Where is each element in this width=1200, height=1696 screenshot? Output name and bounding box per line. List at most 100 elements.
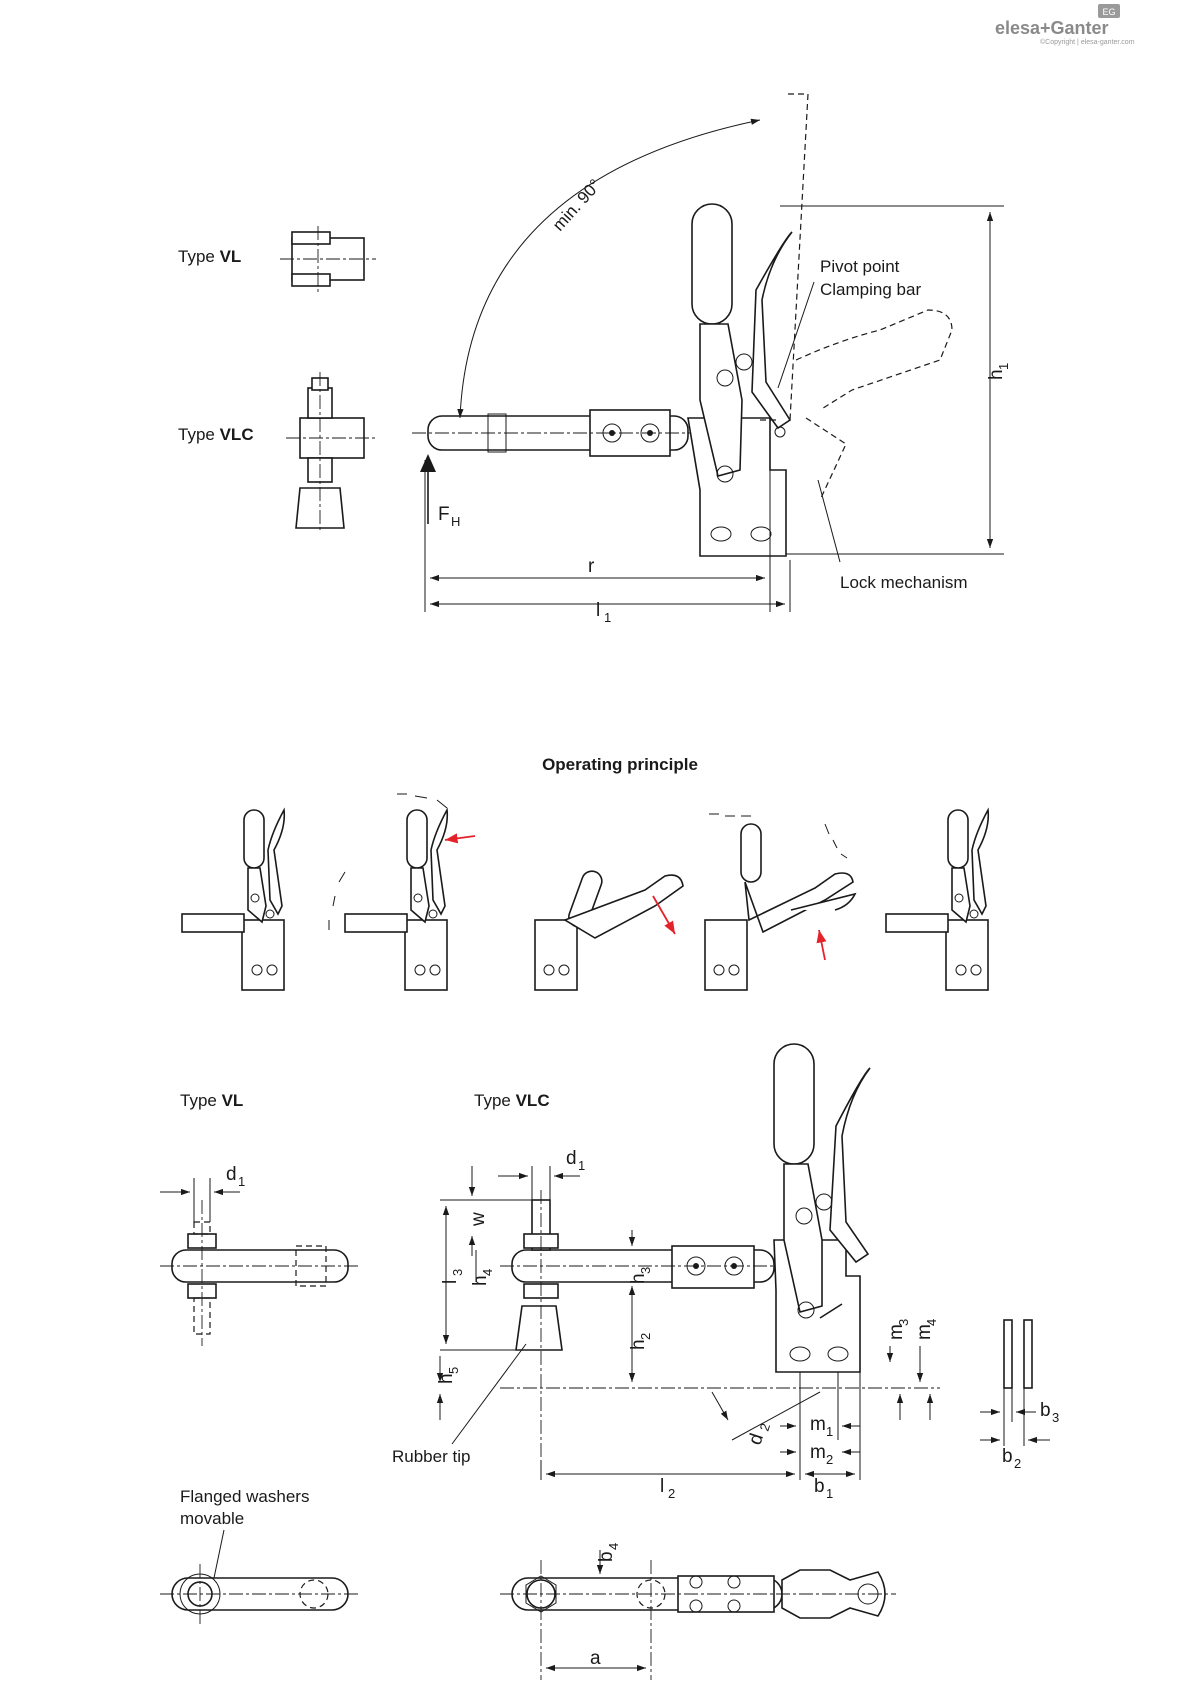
type-vlc-arm-end-top <box>286 372 376 532</box>
open-position-handle <box>795 309 953 411</box>
type-vl-plan-view <box>160 1564 360 1626</box>
dimension-r: r <box>424 460 791 612</box>
svg-text:H: H <box>451 514 460 529</box>
svg-text:2: 2 <box>668 1486 675 1501</box>
type-vl-label-top: Type VL <box>178 247 241 266</box>
dimension-d1-vlc: d 1 <box>498 1148 585 1200</box>
svg-text:h: h <box>436 1373 457 1384</box>
flanged-washers-label-2: movable <box>180 1509 244 1528</box>
clamp-handle-bottom <box>773 1043 815 1165</box>
type-vlc-main-clamp <box>500 1043 940 1460</box>
open-position-arm <box>788 93 809 421</box>
svg-text:m: m <box>810 1442 826 1463</box>
dimension-l1: l 1 <box>430 600 785 625</box>
dimension-h4: h 4 <box>470 1250 495 1286</box>
logo-badge-text: EG <box>1102 7 1115 17</box>
dimension-h5: h 5 <box>436 1356 461 1420</box>
svg-text:4: 4 <box>924 1319 939 1326</box>
svg-text:w: w <box>468 1212 489 1227</box>
svg-text:1: 1 <box>826 1424 833 1439</box>
lock-mechanism-label: Lock mechanism <box>840 573 968 592</box>
svg-text:h: h <box>986 369 1007 380</box>
clamping-bar-label: Clamping bar <box>820 280 921 299</box>
dimension-l2: l 2 <box>540 1460 795 1501</box>
pivot-point-label: Pivot point <box>820 257 900 276</box>
svg-text:h: h <box>628 1339 649 1350</box>
svg-text:d: d <box>566 1148 577 1169</box>
op-step-4 <box>704 813 857 991</box>
type-vl-label-bottom: Type VL <box>180 1091 243 1110</box>
logo-badge <box>1098 4 1120 18</box>
svg-text:3: 3 <box>638 1267 653 1274</box>
op-step-2 <box>328 793 476 991</box>
logo-brand-right: +Ganter <box>1040 18 1109 38</box>
top-view: Type VL Type VLC <box>178 93 1011 625</box>
svg-text:d: d <box>745 1431 768 1448</box>
force-arrow: F H <box>420 454 460 529</box>
svg-text:l: l <box>440 1280 461 1284</box>
rubber-tip-label: Rubber tip <box>392 1447 470 1466</box>
svg-text:2: 2 <box>638 1333 653 1340</box>
svg-text:2: 2 <box>1014 1456 1021 1471</box>
type-vl-arm-end-top <box>280 226 376 294</box>
main-clamp-side-view: min. 90° <box>412 93 953 557</box>
dimension-a: a <box>546 1648 646 1672</box>
angle-arc <box>457 118 761 419</box>
svg-text:2: 2 <box>757 1421 774 1433</box>
svg-text:b: b <box>814 1476 825 1497</box>
svg-text:r: r <box>588 556 595 577</box>
svg-text:m: m <box>914 1324 935 1340</box>
svg-text:m: m <box>810 1414 826 1435</box>
brand-logo: elesa +Ganter EG ©Copyright | elesa-gant… <box>995 4 1135 46</box>
logo-brand-left: elesa <box>995 18 1041 38</box>
svg-text:1: 1 <box>996 363 1011 370</box>
svg-text:F: F <box>438 504 450 525</box>
dimension-h1: h 1 <box>780 205 1011 555</box>
svg-text:1: 1 <box>604 610 611 625</box>
op-step-1 <box>181 809 286 991</box>
svg-text:h: h <box>470 1275 491 1286</box>
svg-text:b: b <box>596 1551 617 1562</box>
svg-text:1: 1 <box>238 1174 245 1189</box>
angle-label: min. 90° <box>549 175 605 234</box>
side-plates-b2-b3: b 3 b 2 <box>980 1319 1059 1471</box>
dimension-l3: l 3 <box>440 1199 516 1351</box>
svg-text:b: b <box>1002 1446 1013 1467</box>
operating-principle-title: Operating principle <box>542 755 698 774</box>
dimension-h2: h 2 <box>628 1286 653 1382</box>
svg-text:d: d <box>226 1164 237 1185</box>
svg-text:3: 3 <box>450 1269 465 1276</box>
dimension-b4: b 4 <box>596 1543 621 1574</box>
operating-principle: Operating principle <box>181 755 990 991</box>
svg-text:1: 1 <box>826 1486 833 1501</box>
dimension-m3-m4: m 3 m 4 <box>886 1319 939 1420</box>
svg-text:a: a <box>590 1648 601 1669</box>
svg-text:h: h <box>628 1273 649 1284</box>
svg-text:b: b <box>1040 1400 1051 1421</box>
flanged-washers-label: Flanged washers <box>180 1487 309 1506</box>
svg-text:3: 3 <box>1052 1410 1059 1425</box>
dimension-w: w <box>468 1166 532 1256</box>
svg-text:4: 4 <box>480 1269 495 1276</box>
logo-copyright: ©Copyright | elesa-ganter.com <box>1040 38 1135 46</box>
type-vlc-plan-view <box>500 1560 896 1680</box>
lock-lever-bottom <box>829 1067 871 1264</box>
svg-text:4: 4 <box>606 1543 621 1550</box>
op-step-5 <box>885 809 990 991</box>
svg-text:l: l <box>596 600 600 621</box>
bottom-view: Type VL Type VLC d 1 <box>160 1043 1059 1680</box>
type-vlc-label-top: Type VLC <box>178 425 254 444</box>
rubber-tip <box>515 1305 563 1351</box>
svg-text:3: 3 <box>896 1319 911 1326</box>
svg-text:l: l <box>660 1476 664 1497</box>
svg-text:2: 2 <box>826 1452 833 1467</box>
dimension-m1-m2-b1: m 1 m 2 b 1 <box>780 1372 861 1501</box>
svg-text:m: m <box>886 1324 907 1340</box>
op-step-3 <box>534 870 684 991</box>
lock-lever <box>751 231 793 430</box>
clamp-handle <box>691 203 733 325</box>
svg-text:5: 5 <box>446 1367 461 1374</box>
type-vl-arm-end-bottom: d 1 <box>160 1164 360 1346</box>
svg-text:1: 1 <box>578 1158 585 1173</box>
